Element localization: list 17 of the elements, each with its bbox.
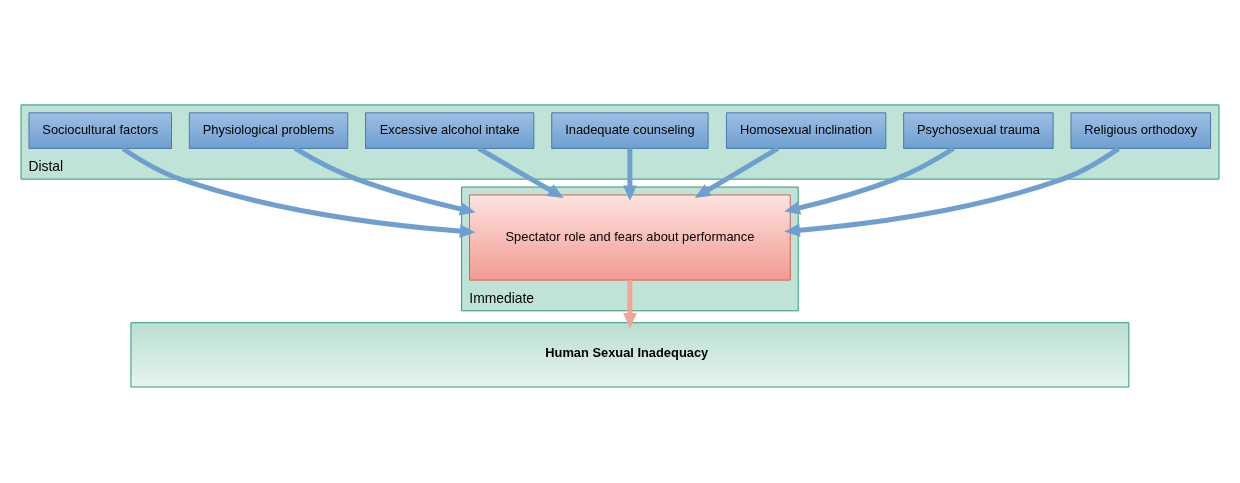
arrow: [121, 146, 476, 238]
node-box: Excessive alcohol intake: [365, 111, 535, 149]
arrow: [477, 145, 564, 198]
node-box: Sociocultural factors: [28, 111, 172, 149]
arrow: [694, 145, 780, 198]
arrow: [623, 147, 637, 201]
arrow: [623, 279, 637, 329]
arrow: [293, 145, 476, 215]
node-box: Homosexual inclination: [725, 111, 887, 149]
node-box: Spectator role and fears about performance: [469, 193, 791, 281]
node-box: Inadequate counseling: [551, 111, 709, 149]
node-box: Psychosexual trauma: [903, 111, 1054, 149]
arrow: [784, 145, 955, 215]
node-box: Physiological problems: [188, 111, 349, 149]
node-box: Human Sexual Inadequacy: [130, 321, 1130, 388]
node-box: Religious orthodoxy: [1070, 111, 1212, 149]
arrow: [784, 146, 1120, 237]
